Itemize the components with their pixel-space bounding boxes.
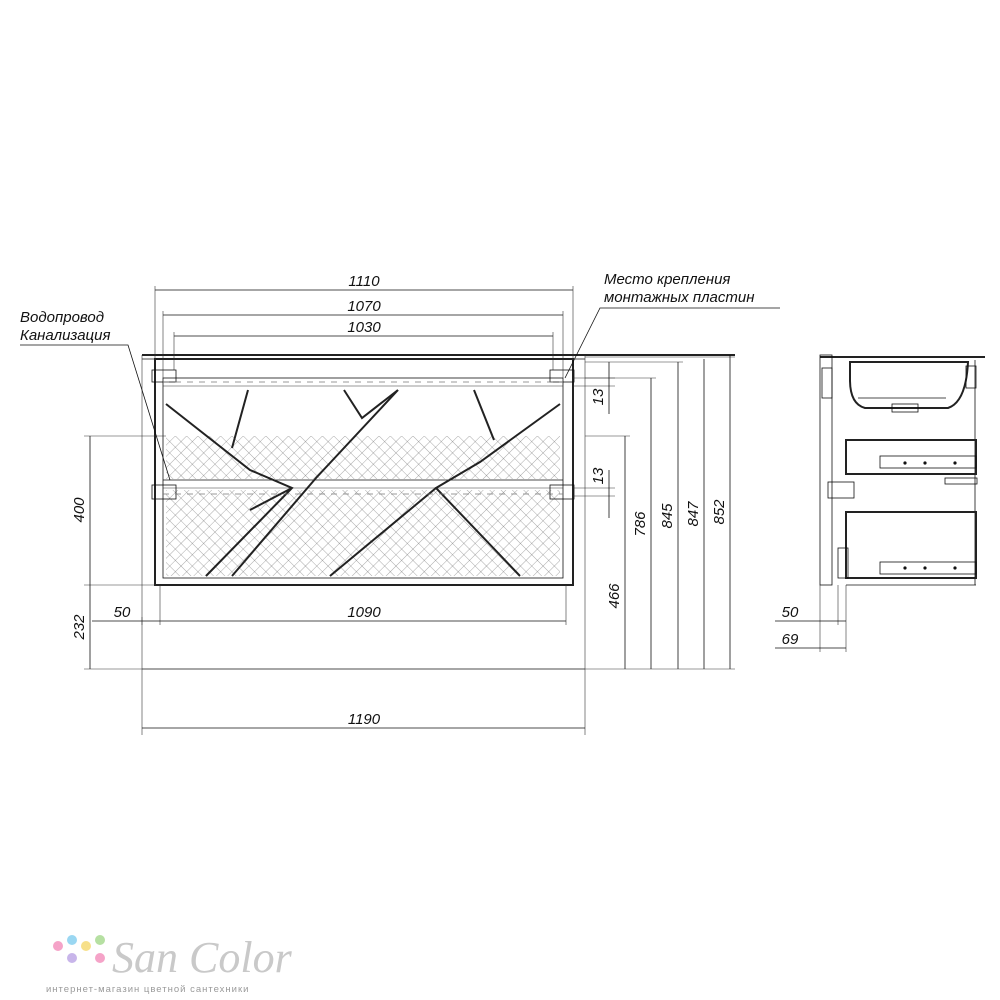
logo-dot (67, 953, 77, 963)
logo-dot (53, 941, 63, 951)
brand-watermark: San Color интернет-магазин цветной санте… (46, 933, 293, 995)
sink-basin (849, 361, 970, 409)
note-mount-line2: монтажных пластин (604, 289, 754, 306)
logo-dot (81, 941, 91, 951)
brand-name: San Color (112, 933, 293, 982)
dim-1030: 1030 (347, 319, 381, 336)
cabinet-body (154, 358, 574, 586)
dim-1070: 1070 (347, 298, 381, 315)
dim-466: 466 (606, 583, 623, 609)
front-view (141, 354, 735, 735)
side-clip-mid (827, 481, 855, 499)
dim-232: 232 (71, 614, 88, 641)
side-wall-plate (819, 354, 833, 586)
side-view: 50 69 (775, 354, 985, 652)
note-mount-line1: Место крепления (604, 271, 730, 288)
logo-dot (67, 935, 77, 945)
mount-bracket-right-mid (549, 484, 575, 500)
cabinet-front-panel (162, 377, 564, 579)
dim-847: 847 (685, 501, 702, 527)
drain-siphon (891, 403, 919, 413)
annotations: Водопровод Канализация Место крепления м… (20, 271, 780, 481)
brand-tagline: интернет-магазин цветной сантехники (46, 984, 249, 995)
upper-drawer-hatch (166, 436, 560, 479)
right-vertical-dimensions: 13 13 466 786 845 847 852 (573, 355, 735, 670)
dim-13-mid: 13 (590, 467, 607, 484)
side-clip-top (821, 367, 833, 399)
lower-drawer-runner (879, 561, 977, 575)
left-vertical-dimensions: 400 232 (71, 435, 166, 670)
dim-1190: 1190 (348, 711, 381, 728)
logo-dot (95, 953, 105, 963)
decorative-pattern (165, 389, 561, 577)
side-bracket-top (965, 365, 977, 389)
dim-845: 845 (659, 503, 676, 529)
upper-drawer-runner (879, 455, 977, 469)
mount-bracket-right-top (549, 369, 575, 383)
note-water: Водопровод (20, 309, 104, 326)
side-upper-drawer (845, 439, 977, 475)
lower-drawer-hatch (166, 490, 560, 576)
dim-400: 400 (71, 497, 88, 523)
dim-1090: 1090 (347, 604, 381, 621)
dim-side-50: 50 (782, 604, 799, 621)
horizontal-dimensions: 1110 1070 1030 1090 50 1190 (92, 273, 585, 729)
dim-1110: 1110 (348, 273, 380, 290)
dim-852: 852 (711, 499, 728, 525)
side-lower-drawer (845, 511, 977, 579)
note-sewer: Канализация (20, 327, 111, 344)
dim-left-50: 50 (114, 604, 131, 621)
dim-786: 786 (632, 511, 649, 537)
mount-bracket-left-mid (151, 484, 177, 500)
dim-13-top: 13 (590, 388, 607, 405)
logo-dot (95, 935, 105, 945)
dim-side-69: 69 (782, 631, 799, 648)
